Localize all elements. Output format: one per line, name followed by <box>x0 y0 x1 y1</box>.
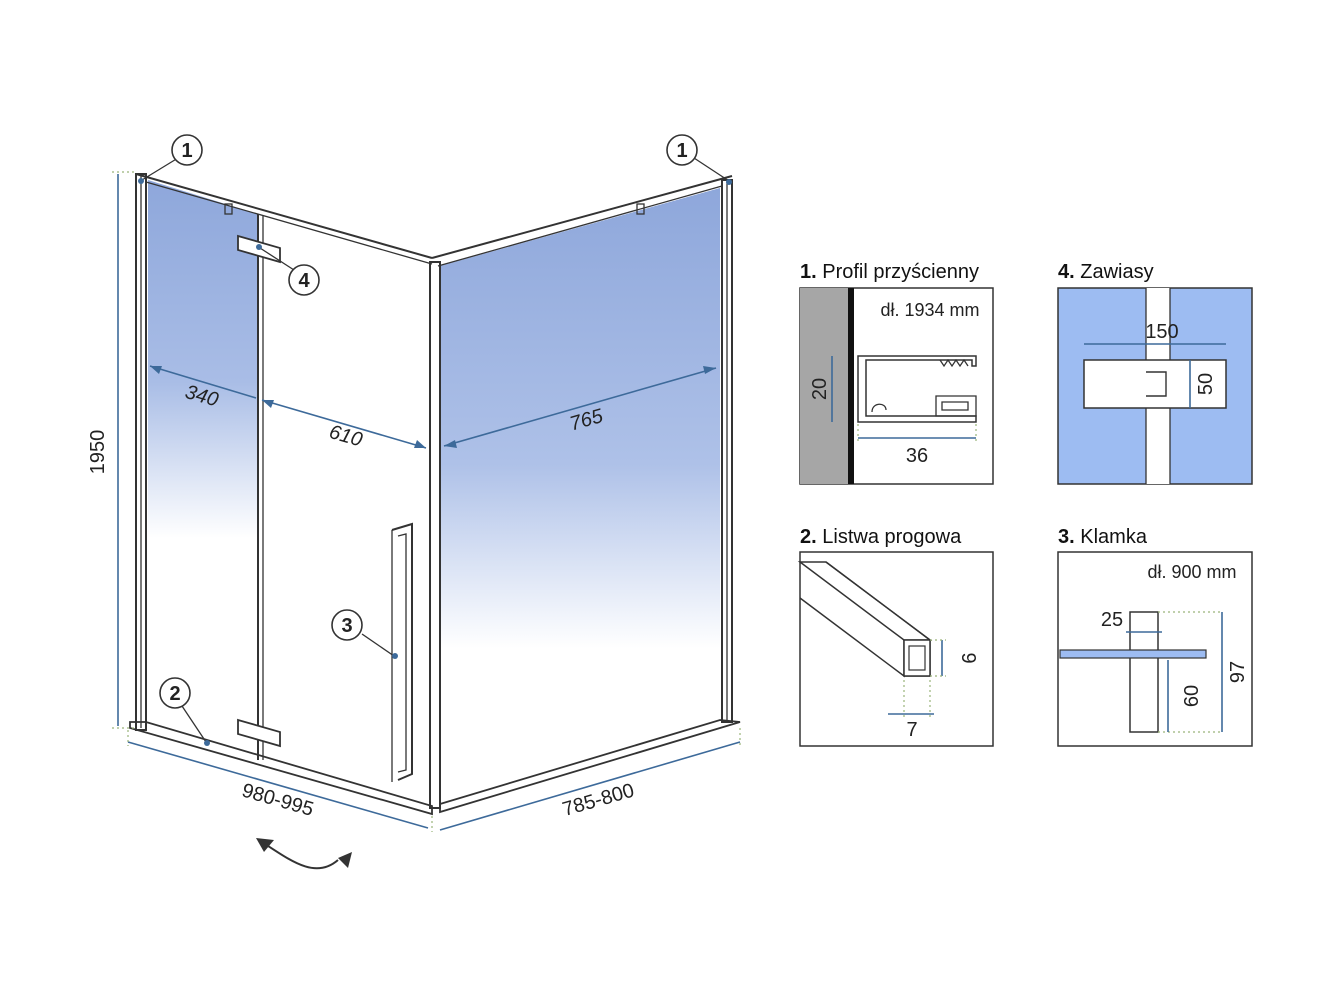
detail-wall-profile-title: 1. Profil przyścienny <box>800 261 979 283</box>
profile-width: 36 <box>906 445 928 467</box>
left-wall-profile <box>135 173 147 731</box>
lower-hinge <box>237 718 281 748</box>
height-dimension: 1950 <box>87 430 109 475</box>
svg-text:4: 4 <box>298 270 310 292</box>
front-range-dimension: 980-995 <box>239 780 316 821</box>
svg-text:1: 1 <box>676 140 687 162</box>
callout-wall-profile-right: 1 <box>666 134 732 185</box>
detail-hinges-title: 4. Zawiasy <box>1058 261 1154 283</box>
callout-handle: 3 <box>331 609 398 659</box>
callout-threshold: 2 <box>159 677 210 746</box>
door-glass-panel <box>262 216 428 808</box>
hinge-height: 50 <box>1195 373 1217 395</box>
detail-handle-title: 3. Klamka <box>1058 526 1148 548</box>
handle-length: dł. 900 mm <box>1147 562 1236 582</box>
svg-text:1: 1 <box>181 140 192 162</box>
fixed-glass-panel <box>148 180 258 758</box>
side-range-dimension: 785-800 <box>560 780 637 821</box>
threshold-side <box>439 719 741 814</box>
threshold-front <box>129 721 433 816</box>
callout-wall-profile-left: 1 <box>138 134 203 184</box>
threshold-width: 7 <box>906 719 917 741</box>
shower-enclosure <box>129 173 741 870</box>
side-glass-panel <box>440 188 720 802</box>
svg-text:3: 3 <box>341 615 352 637</box>
door-swing-arrow <box>256 838 352 870</box>
detail-threshold-title: 2. Listwa progowa <box>800 526 962 548</box>
profile-height: 20 <box>809 378 831 400</box>
detail-handle: 3. Klamka dł. 900 mm 25 60 97 <box>1057 526 1253 747</box>
corner-post <box>429 261 441 809</box>
callout-hinge: 4 <box>256 244 320 296</box>
handle-width: 25 <box>1101 609 1123 631</box>
handle-total-height: 97 <box>1227 661 1249 683</box>
svg-text:2: 2 <box>169 683 180 705</box>
detail-threshold: 2. Listwa progowa 9 7 <box>797 526 994 747</box>
detail-hinges: 4. Zawiasy 150 50 <box>1057 261 1253 485</box>
handle-inner-height: 60 <box>1181 685 1203 707</box>
callouts: 1 1 4 3 2 <box>138 134 732 746</box>
detail-wall-profile: 1. Profil przyścienny dł. 1934 mm 20 36 <box>799 261 994 485</box>
profile-length: dł. 1934 mm <box>880 300 979 320</box>
hinge-width: 150 <box>1145 321 1178 343</box>
threshold-height: 9 <box>957 652 979 663</box>
